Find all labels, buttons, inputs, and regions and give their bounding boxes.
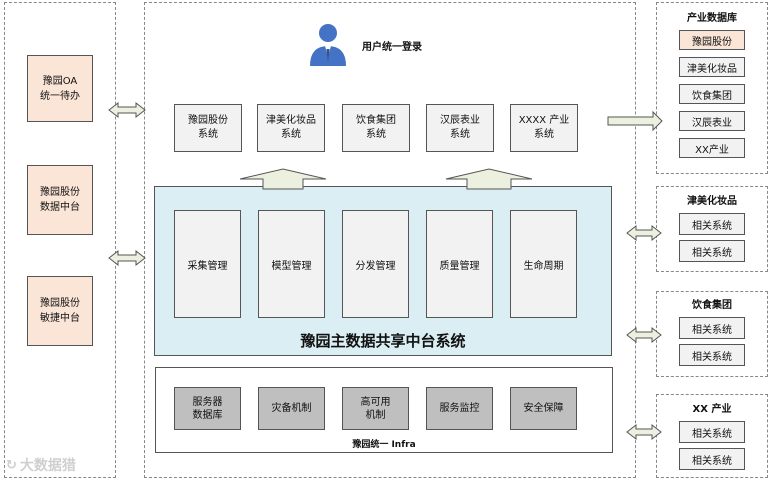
right-arrow-icon (607, 110, 663, 132)
data-platform-box: 豫园股份 数据中台 (27, 165, 93, 235)
module-model: 模型管理 (258, 210, 325, 318)
module-quality: 质量管理 (426, 210, 493, 318)
related-system-item: 相关系统 (679, 317, 745, 339)
oa-todo-box: 豫园OA 统一待办 (27, 55, 93, 122)
system-box-catering: 饮食集团 系统 (342, 104, 410, 152)
group-title-jinmei: 津美化妆品 (687, 196, 737, 207)
related-system-item: 相关系统 (679, 213, 745, 235)
up-arrow-icon (445, 168, 533, 190)
user-icon (310, 24, 346, 66)
agile-platform-box: 豫园股份 敏捷中台 (27, 276, 93, 346)
module-distribution: 分发管理 (342, 210, 409, 318)
infra-disaster-recovery: 灾备机制 (258, 387, 325, 430)
related-system-item: 相关系统 (679, 240, 745, 262)
related-system-item: 相关系统 (679, 448, 745, 470)
related-system-item: 相关系统 (679, 344, 745, 366)
watermark-logo-icon: ↻ (6, 457, 17, 473)
industry-db-item: 饮食集团 (679, 84, 745, 104)
up-arrow-icon (239, 168, 327, 190)
system-box-xxxx: XXXX 产业 系统 (510, 104, 578, 152)
industry-db-title: 产业数据库 (687, 13, 737, 24)
system-box-yuyuan: 豫园股份 系统 (174, 104, 242, 152)
industry-db-item: 豫园股份 (679, 30, 745, 50)
module-collection: 采集管理 (174, 210, 241, 318)
industry-db-panel (656, 2, 768, 174)
double-arrow-icon (626, 423, 662, 441)
left-panel (4, 2, 116, 478)
infra-high-availability: 高可用 机制 (342, 387, 409, 430)
platform-title: 豫园主数据共享中台系统 (300, 332, 466, 350)
group-title-catering: 饮食集团 (692, 300, 732, 311)
group-title-xx: XX 产业 (692, 404, 732, 415)
watermark-text: 大数据猎 (19, 458, 76, 474)
double-arrow-icon (108, 101, 146, 119)
module-lifecycle: 生命周期 (510, 210, 577, 318)
infra-service-monitor: 服务监控 (426, 387, 493, 430)
industry-db-item: XX产业 (679, 138, 745, 158)
infra-title: 豫园统一 Infra (352, 440, 416, 450)
industry-db-item: 津美化妆品 (679, 57, 745, 77)
industry-db-item: 汉辰表业 (679, 111, 745, 131)
infra-security: 安全保障 (510, 387, 577, 430)
double-arrow-icon (108, 249, 146, 267)
system-box-hanchen: 汉辰表业 系统 (426, 104, 494, 152)
infra-server-db: 服务器 数据库 (174, 387, 241, 430)
user-login-label: 用户统一登录 (362, 42, 422, 53)
double-arrow-icon (626, 326, 662, 344)
system-box-jinmei: 津美化妆品 系统 (257, 104, 325, 152)
double-arrow-icon (626, 224, 662, 242)
watermark: ↻ 大数据猎 (6, 455, 76, 475)
related-system-item: 相关系统 (679, 421, 745, 443)
